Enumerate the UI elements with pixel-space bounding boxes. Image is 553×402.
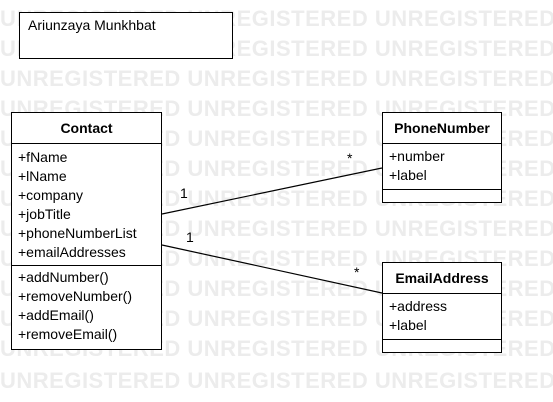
author-note[interactable]: Ariunzaya Munkhbat <box>19 12 233 59</box>
operation: +addEmail() <box>18 307 94 323</box>
multiplicity-contact-email-source: 1 <box>186 229 194 245</box>
attribute: +number <box>389 148 445 164</box>
class-operations: +addNumber() +removeNumber() +addEmail()… <box>12 266 161 349</box>
class-attributes: +address +label <box>383 294 501 340</box>
attribute: +phoneNumberList <box>18 225 137 241</box>
attribute: +label <box>389 317 427 333</box>
class-attributes: +number +label <box>383 144 501 190</box>
operation: +removeEmail() <box>18 326 118 342</box>
attribute: +company <box>18 187 83 203</box>
attribute: +fName <box>18 149 68 165</box>
author-name: Ariunzaya Munkhbat <box>28 17 156 33</box>
class-contact[interactable]: Contact +fName +lName +company +jobTitle… <box>11 112 162 350</box>
class-name: Contact <box>12 113 161 144</box>
class-name: PhoneNumber <box>383 113 501 144</box>
attribute: +address <box>389 298 447 314</box>
class-operations <box>383 340 501 346</box>
multiplicity-contact-email-target: * <box>354 264 360 280</box>
multiplicity-contact-phone-target: * <box>347 150 353 166</box>
class-phone-number[interactable]: PhoneNumber +number +label <box>382 112 502 203</box>
association-contact-email[interactable] <box>161 244 383 294</box>
class-name: EmailAddress <box>383 263 501 294</box>
operation: +removeNumber() <box>18 288 132 304</box>
class-operations <box>383 190 501 196</box>
watermark-text: UNREGISTERED UNREGISTERED UNREGISTERED U… <box>0 66 553 91</box>
class-email-address[interactable]: EmailAddress +address +label <box>382 262 502 353</box>
association-contact-phone[interactable] <box>161 167 383 215</box>
attribute: +label <box>389 167 427 183</box>
class-attributes: +fName +lName +company +jobTitle +phoneN… <box>12 144 161 266</box>
attribute: +lName <box>18 168 67 184</box>
multiplicity-contact-phone-source: 1 <box>180 185 188 201</box>
attribute: +jobTitle <box>18 206 71 222</box>
operation: +addNumber() <box>18 269 109 285</box>
watermark-text: UNREGISTERED UNREGISTERED UNREGISTERED U… <box>0 368 553 393</box>
attribute: +emailAddresses <box>18 244 126 260</box>
